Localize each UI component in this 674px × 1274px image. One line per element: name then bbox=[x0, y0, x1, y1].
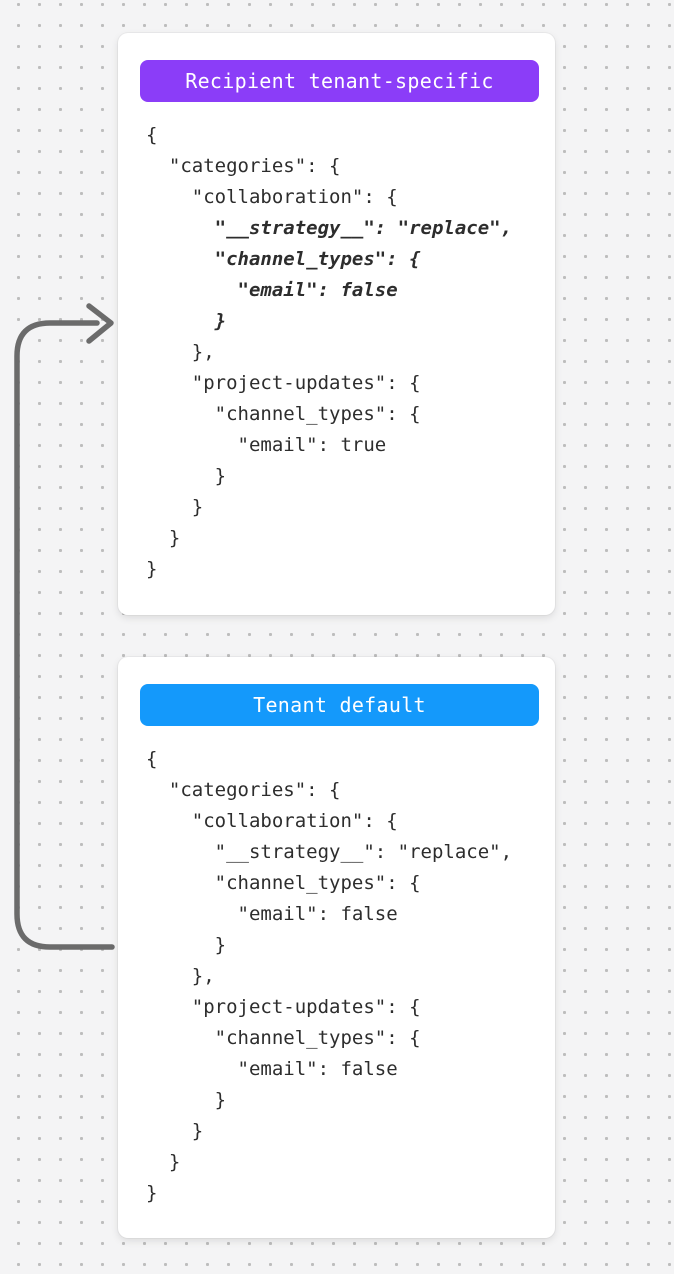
tenant-default-card: Tenant default { "categories": { "collab… bbox=[118, 657, 555, 1238]
code-line: "project-updates": { bbox=[146, 996, 421, 1018]
code-line: "project-updates": { bbox=[146, 372, 421, 394]
code-line: } bbox=[146, 1151, 181, 1173]
code-line: } bbox=[146, 1182, 158, 1204]
code-line: } bbox=[146, 310, 227, 332]
code-line: } bbox=[146, 1120, 204, 1142]
recipient-tenant-specific-json: { "categories": { "collaboration": { "__… bbox=[146, 120, 555, 585]
merge-arrow-line bbox=[14, 320, 115, 950]
code-line: "channel_types": { bbox=[146, 872, 421, 894]
code-line: "email": false bbox=[146, 279, 398, 301]
code-line: "collaboration": { bbox=[146, 186, 398, 208]
code-line: } bbox=[146, 527, 181, 549]
code-line: }, bbox=[146, 341, 215, 363]
code-line: }, bbox=[146, 965, 215, 987]
code-line: } bbox=[146, 934, 227, 956]
code-line: "email": false bbox=[146, 1058, 398, 1080]
code-line: "__strategy__": "replace", bbox=[146, 841, 513, 863]
code-line: { bbox=[146, 748, 158, 770]
code-line-strategy-emphasis: "__strategy__": "replace", bbox=[146, 217, 513, 239]
code-line: "email": false bbox=[146, 903, 398, 925]
code-line: "categories": { bbox=[146, 155, 341, 177]
code-line: "email": true bbox=[146, 434, 387, 456]
code-line: "channel_types": { bbox=[146, 248, 421, 270]
badge-label: Tenant default bbox=[253, 693, 426, 717]
code-line: "channel_types": { bbox=[146, 1027, 421, 1049]
code-line: } bbox=[146, 465, 227, 487]
tenant-default-badge: Tenant default bbox=[140, 684, 539, 726]
merge-arrow-head bbox=[86, 303, 114, 344]
code-line: } bbox=[146, 496, 204, 518]
code-line: } bbox=[146, 1089, 227, 1111]
code-line: { bbox=[146, 124, 158, 146]
code-line: "channel_types": { bbox=[146, 403, 421, 425]
recipient-tenant-specific-badge: Recipient tenant-specific bbox=[140, 60, 539, 102]
tenant-default-json: { "categories": { "collaboration": { "__… bbox=[146, 744, 555, 1209]
code-line: } bbox=[146, 558, 158, 580]
code-line: "categories": { bbox=[146, 779, 341, 801]
badge-label: Recipient tenant-specific bbox=[185, 69, 494, 93]
code-line: "collaboration": { bbox=[146, 810, 398, 832]
recipient-tenant-specific-card: Recipient tenant-specific { "categories"… bbox=[118, 33, 555, 615]
